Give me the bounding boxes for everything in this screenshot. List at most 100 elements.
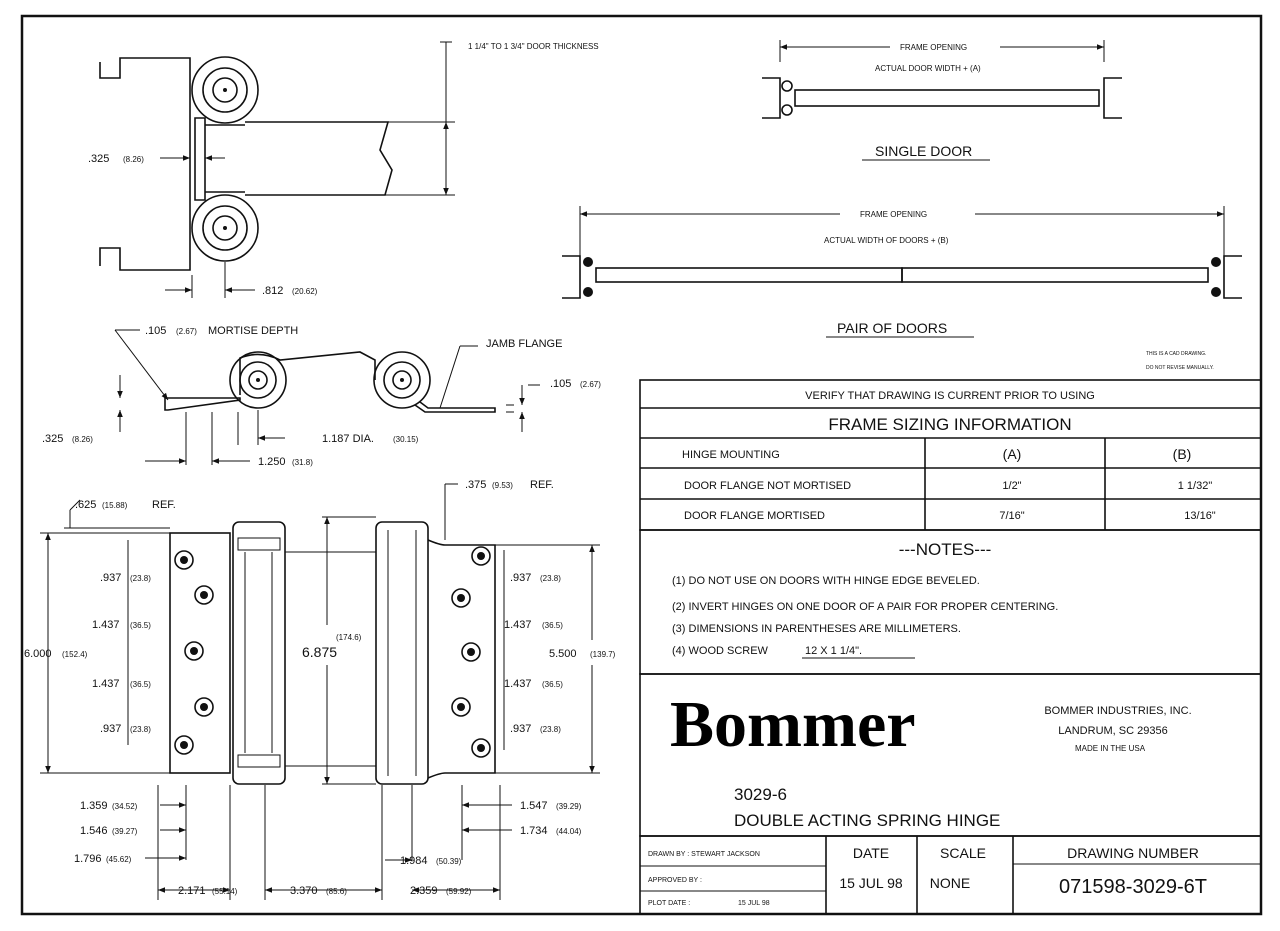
bottom-dim-1359-mm: (34.52): [112, 802, 138, 811]
table-row-2-a: 7/16": [999, 510, 1024, 522]
scale-value: NONE: [930, 875, 970, 891]
left-dim-937b-mm: (23.8): [130, 725, 151, 734]
bottom-dim-1546: 1.546: [80, 825, 108, 837]
note-3: (3) DIMENSIONS IN PARENTHESES ARE MILLIM…: [672, 623, 961, 635]
bottom-dim-2171-mm: (55.14): [212, 887, 238, 896]
mortise-label: MORTISE DEPTH: [208, 325, 298, 337]
mortise-dim: .105: [145, 325, 166, 337]
right-dim-1437a: 1.437: [504, 619, 532, 631]
pair-actual-width: ACTUAL WIDTH OF DOORS + (B): [824, 236, 949, 245]
top-view: 1 1/4" TO 1 3/4" DOOR THICKNESS .325 (8.…: [88, 41, 599, 298]
bottom-dim-1734: 1.734: [520, 825, 548, 837]
ref-625: .625: [75, 499, 96, 511]
note-4-value: 12 X 1 1/4".: [805, 645, 862, 657]
section-view: .105 (2.67) .105 (2.67) MORTISE DEPTH JA…: [42, 325, 601, 468]
frame-sizing-table: VERIFY THAT DRAWING IS CURRENT PRIOR TO …: [639, 379, 1262, 531]
left-dim-1437a-mm: (36.5): [130, 621, 151, 630]
drawing-number-label: DRAWING NUMBER: [1067, 845, 1199, 861]
plot-date: 15 JUL 98: [738, 900, 770, 907]
right-dim-937b-mm: (23.8): [540, 725, 561, 734]
verify-banner: VERIFY THAT DRAWING IS CURRENT PRIOR TO …: [805, 390, 1095, 402]
table-row-2-label: DOOR FLANGE MORTISED: [684, 510, 825, 522]
bottom-dim-2359: 2.359: [410, 885, 438, 897]
top-dim-325-mm: (8.26): [123, 155, 144, 164]
model-number: 3029-6: [734, 785, 787, 804]
single-frame-opening: FRAME OPENING: [900, 43, 967, 52]
table-row-1-label: DOOR FLANGE NOT MORTISED: [684, 480, 851, 492]
approved-by: APPROVED BY :: [648, 877, 702, 884]
cad-note-2: DO NOT REVISE MANUALLY.: [1146, 365, 1214, 371]
right-dim-1437a-mm: (36.5): [542, 621, 563, 630]
date-label: DATE: [853, 845, 889, 861]
section-dim-1250-mm: (31.8): [292, 458, 313, 467]
sheet-border: [20, 14, 1263, 916]
product-name: DOUBLE ACTING SPRING HINGE: [734, 811, 1000, 830]
bottom-dim-1359: 1.359: [80, 800, 108, 812]
pair-doors-title: PAIR OF DOORS: [837, 320, 947, 336]
bottom-dim-1547-mm: (39.29): [556, 802, 582, 811]
knuckle-upper: [191, 56, 259, 124]
note-1: (1) DO NOT USE ON DOORS WITH HINGE EDGE …: [672, 575, 980, 587]
bottom-dim-3370-mm: (85.6): [326, 887, 347, 896]
section-dim-325: .325: [42, 433, 63, 445]
bottom-dim-1796: 1.796: [74, 853, 102, 865]
ref-375-mm: (9.53): [492, 481, 513, 490]
title-block: DRAWN BY : STEWART JACKSON APPROVED BY :…: [639, 835, 1262, 915]
left-dim-1437b-mm: (36.5): [130, 680, 151, 689]
right-dim-1437b: 1.437: [504, 678, 532, 690]
left-dim-6000-mm: (152.4): [62, 650, 88, 659]
right-dim-937a: .937: [510, 572, 531, 584]
pair-of-doors-diagram: FRAME OPENING ACTUAL WIDTH OF DOORS + (B…: [562, 206, 1242, 338]
pair-frame-opening: FRAME OPENING: [860, 210, 927, 219]
door-thickness-label: 1 1/4" TO 1 3/4" DOOR THICKNESS: [468, 42, 599, 51]
note-4-prefix: (4) WOOD SCREW: [672, 645, 769, 657]
table-row-1-a: 1/2": [1002, 480, 1021, 492]
date-value: 15 JUL 98: [839, 875, 903, 891]
center-dim-6875: 6.875: [302, 644, 337, 660]
left-barrel: [232, 521, 286, 785]
table-header-mounting: HINGE MOUNTING: [682, 449, 780, 461]
note-2: (2) INVERT HINGES ON ONE DOOR OF A PAIR …: [672, 601, 1058, 613]
section-knuckle-left: [229, 351, 287, 409]
right-dim-5500: 5.500: [549, 648, 577, 660]
bottom-dim-1546-mm: (39.27): [112, 827, 138, 836]
right-dim-937b: .937: [510, 723, 531, 735]
center-dim-mm: (174.6): [336, 633, 362, 642]
notes-title: ---NOTES---: [899, 540, 992, 559]
mortise-dim-mm: (2.67): [176, 327, 197, 336]
left-dim-937a-mm: (23.8): [130, 574, 151, 583]
section-dim-325-mm: (8.26): [72, 435, 93, 444]
right-dim-5500-mm: (139.7): [590, 650, 616, 659]
knuckle-lower: [191, 194, 259, 262]
bottom-dim-1984-mm: (50.39): [436, 857, 462, 866]
notes-section: ---NOTES--- (1) DO NOT USE ON DOORS WITH…: [639, 529, 1262, 675]
plot-date-label: PLOT DATE :: [648, 900, 690, 907]
left-dim-937a: .937: [100, 572, 121, 584]
drawn-by: DRAWN BY : STEWART JACKSON: [648, 851, 760, 858]
section-dim-105-mm: (2.67): [580, 380, 601, 389]
table-header-b: (B): [1173, 446, 1192, 462]
brand-block: Bommer BOMMER INDUSTRIES, INC. LANDRUM, …: [639, 673, 1262, 837]
ref-625-suffix: REF.: [152, 499, 176, 511]
ref-625-mm: (15.88): [102, 501, 128, 510]
drawing-number: 071598-3029-6T: [1059, 876, 1207, 898]
bottom-dim-1547: 1.547: [520, 800, 548, 812]
section-dim-105: .105: [550, 378, 571, 390]
frame-sizing-title: FRAME SIZING INFORMATION: [828, 415, 1071, 434]
single-door-title: SINGLE DOOR: [875, 143, 972, 159]
jamb-flange-label: JAMB FLANGE: [486, 338, 562, 350]
bottom-dim-3370: 3.370: [290, 885, 318, 897]
left-dim-1437b: 1.437: [92, 678, 120, 690]
bommer-logo: Bommer: [670, 688, 916, 761]
right-barrel: [375, 521, 429, 785]
bottom-dim-1796-mm: (45.62): [106, 855, 132, 864]
single-actual-width: ACTUAL DOOR WIDTH + (A): [875, 64, 981, 73]
right-dim-1437b-mm: (36.5): [542, 680, 563, 689]
bottom-dim-2359-mm: (59.92): [446, 887, 472, 896]
scale-label: SCALE: [940, 845, 986, 861]
front-view: .625 (15.88) REF. .375 (9.53) REF. 6.000…: [24, 479, 616, 900]
top-dim-812: .812: [262, 285, 283, 297]
top-dim-325: .325: [88, 153, 109, 165]
table-row-1-b: 1 1/32": [1178, 480, 1213, 492]
